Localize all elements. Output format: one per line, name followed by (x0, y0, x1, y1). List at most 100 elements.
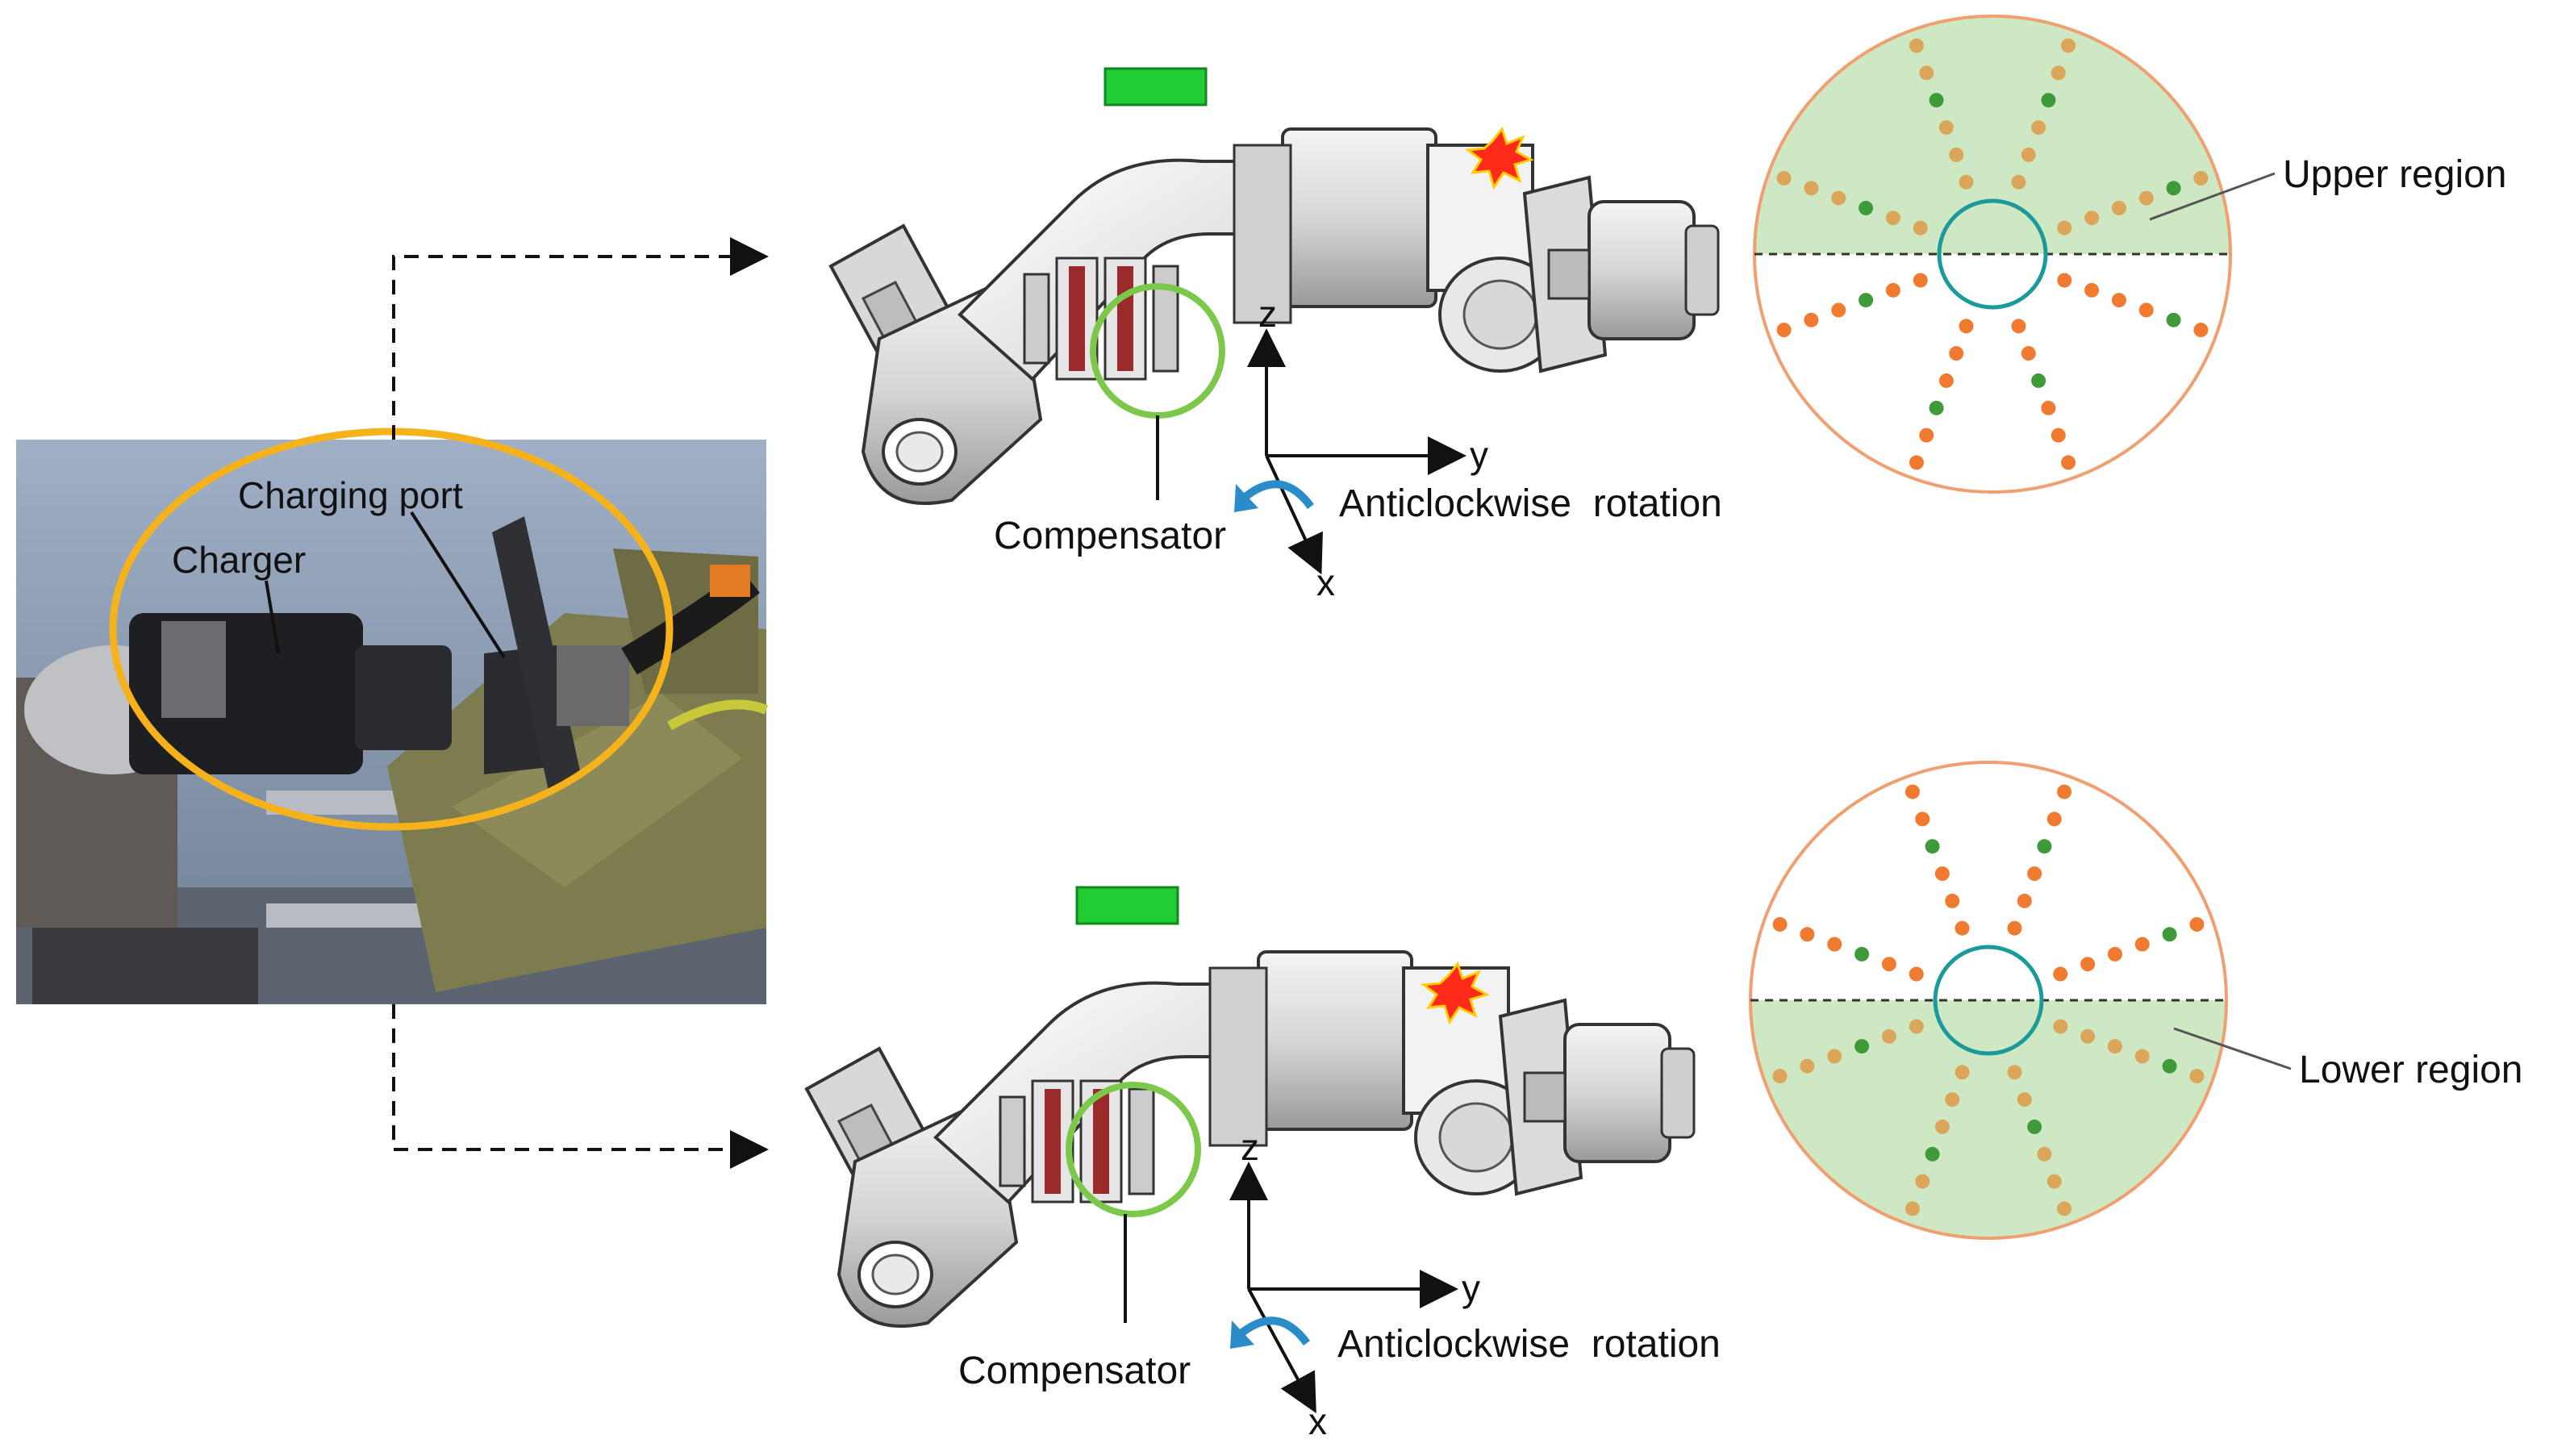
sample-dot (2057, 220, 2072, 236)
sample-dot (2084, 282, 2100, 298)
sample-dot (2051, 65, 2066, 81)
sample-dot (1831, 302, 1846, 318)
sample-dot (2166, 181, 2181, 196)
contact-spark (1465, 126, 1534, 190)
top-mechanism: Compensator z y x Anticlockwise rotation (829, 67, 1722, 603)
sample-dot (1959, 174, 1974, 190)
sample-dot (2046, 811, 2062, 827)
coordinate-axes: z y x (1229, 1126, 1480, 1442)
sample-dot (2193, 170, 2209, 186)
sample-dot (2041, 93, 2056, 108)
highlighted-region (1754, 16, 2230, 254)
upper-region-disc (1753, 15, 2232, 494)
upper-region-label: Upper region (2283, 153, 2507, 196)
sample-dot (2007, 1065, 2022, 1080)
sample-dot (1881, 957, 1896, 972)
sample-dot (1913, 220, 1928, 236)
bottom-mechanism: Compensator z y x Anticlockwise rotation (805, 886, 1721, 1442)
sample-dot (1949, 346, 1964, 361)
charging-port-label: Charging port (238, 474, 463, 516)
sample-dot (1800, 1058, 1815, 1074)
sample-dot (2134, 937, 2150, 952)
sample-dot (1945, 1092, 1960, 1108)
contact-spark (1421, 961, 1490, 1025)
compensator-label: Compensator (994, 515, 1226, 557)
sample-dot (1938, 373, 1954, 388)
sample-dot (1929, 93, 1944, 108)
rotation-label: Anticlockwise rotation (1337, 1323, 1721, 1366)
sample-dot (1909, 966, 1924, 982)
sample-dot (2021, 147, 2036, 162)
axis-x-label: x (1308, 1400, 1327, 1442)
sample-dot (1772, 1069, 1788, 1084)
sample-dot (2037, 839, 2052, 854)
sample-dot (2080, 1028, 2096, 1044)
sample-dot (2111, 293, 2126, 308)
sample-dot (2027, 1119, 2042, 1134)
green-marker (1104, 67, 1208, 106)
sample-dot (1915, 811, 1930, 827)
sample-dot (2011, 174, 2026, 190)
sample-dot (2031, 373, 2046, 388)
rotation-arrow-icon (1243, 480, 1315, 510)
sample-dot (1827, 937, 1842, 952)
connector-arrow-top (392, 237, 769, 440)
sample-dot (2189, 916, 2205, 932)
sample-dot (1919, 428, 1934, 443)
sample-dot (1925, 1146, 1940, 1162)
center-ring (1937, 198, 2048, 310)
sample-dot (1776, 323, 1792, 338)
coordinate-axes: z y x (1247, 293, 1488, 603)
sample-dot (1938, 120, 1954, 136)
sample-dot (1804, 181, 1819, 196)
sample-dot (1909, 1019, 1924, 1034)
sample-dot (1915, 1174, 1930, 1189)
sample-dot (2057, 784, 2072, 799)
green-marker (1075, 886, 1179, 925)
sample-dot (2031, 120, 2046, 136)
rotation-arrowhead (1230, 1320, 1254, 1349)
sample-dot (2027, 866, 2042, 882)
sample-dot (2084, 211, 2100, 226)
sample-dot (1800, 927, 1815, 942)
highlight-ellipse (109, 428, 674, 831)
sample-dot (1854, 946, 1870, 962)
axis-z-label: z (1258, 293, 1277, 335)
sample-dot (1776, 170, 1792, 186)
sample-dot (1913, 273, 1928, 288)
sample-dot (1854, 1039, 1870, 1054)
sample-dot (2080, 957, 2096, 972)
charger-label: Charger (172, 539, 306, 581)
sample-dot (2166, 312, 2181, 327)
axis-x-label: x (1316, 561, 1335, 603)
sample-dot (2138, 190, 2154, 206)
sample-dot (1885, 282, 1900, 298)
sample-dot (1804, 312, 1819, 327)
sample-dot (1772, 916, 1788, 932)
sample-dot (2017, 893, 2032, 908)
compensator-highlight (1066, 1082, 1201, 1217)
sample-dot (2111, 200, 2126, 215)
sample-dot (1959, 319, 1974, 334)
sample-dot (1905, 784, 1920, 799)
lower-region-leader (2173, 1027, 2292, 1070)
sample-dot (1885, 211, 1900, 226)
sample-dot (2046, 1174, 2062, 1189)
charging-port-leader (410, 511, 506, 659)
sample-dot (2037, 1146, 2052, 1162)
highlighted-region (1750, 1000, 2226, 1238)
sample-dot (2107, 1039, 2122, 1054)
sample-dot (2053, 1019, 2068, 1034)
sample-dot (1934, 1119, 1950, 1134)
sample-dot (2107, 946, 2122, 962)
sample-dot (1909, 38, 1924, 53)
sample-dot (1934, 866, 1950, 882)
sample-dot (2162, 1058, 2177, 1074)
sample-dot (1919, 65, 1934, 81)
sample-dot (1831, 190, 1846, 206)
sample-dot (1909, 455, 1924, 470)
upper-region-leader (2149, 172, 2276, 221)
sample-dot (2057, 273, 2072, 288)
sample-dot (1859, 293, 1874, 308)
center-ring (1933, 945, 2044, 1056)
